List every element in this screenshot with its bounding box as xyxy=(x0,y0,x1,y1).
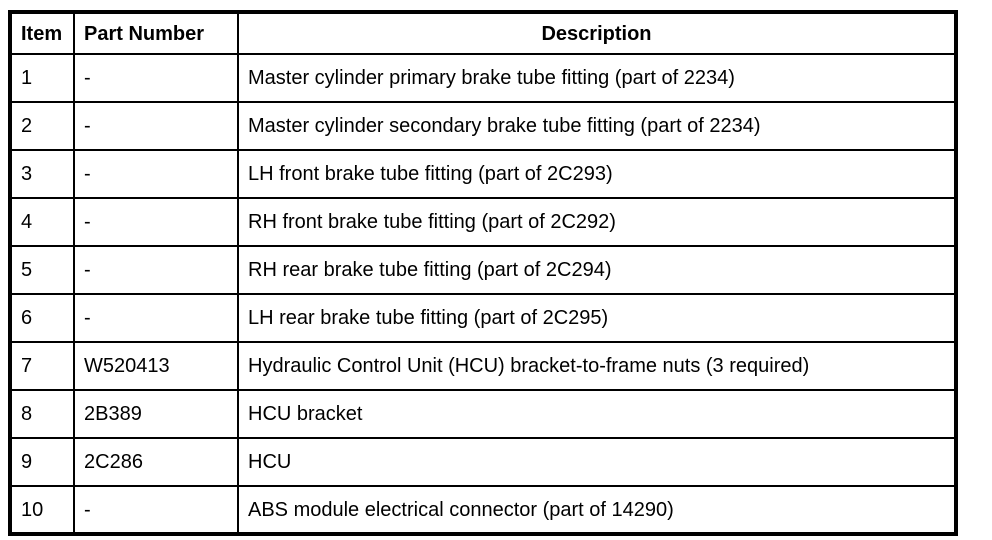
table-row: 2 - Master cylinder secondary brake tube… xyxy=(9,101,957,151)
cell-item: 5 xyxy=(9,245,75,295)
cell-item: 2 xyxy=(9,101,75,151)
col-header-description: Description xyxy=(237,11,957,55)
col-header-item: Item xyxy=(9,11,75,55)
parts-table: Item Part Number Description 1 - Master … xyxy=(8,10,958,536)
cell-description: LH rear brake tube fitting (part of 2C29… xyxy=(237,293,957,343)
cell-item: 10 xyxy=(9,485,75,535)
table-row: 1 - Master cylinder primary brake tube f… xyxy=(9,53,957,103)
cell-part-number: - xyxy=(73,101,239,151)
table-row: 5 - RH rear brake tube fitting (part of … xyxy=(9,245,957,295)
cell-part-number: W520413 xyxy=(73,341,239,391)
cell-part-number: - xyxy=(73,197,239,247)
cell-item: 6 xyxy=(9,293,75,343)
table-row: 4 - RH front brake tube fitting (part of… xyxy=(9,197,957,247)
cell-item: 9 xyxy=(9,437,75,487)
cell-description: Master cylinder primary brake tube fitti… xyxy=(237,53,957,103)
cell-description: RH rear brake tube fitting (part of 2C29… xyxy=(237,245,957,295)
cell-part-number: - xyxy=(73,245,239,295)
cell-description: Hydraulic Control Unit (HCU) bracket-to-… xyxy=(237,341,957,391)
cell-description: RH front brake tube fitting (part of 2C2… xyxy=(237,197,957,247)
cell-item: 4 xyxy=(9,197,75,247)
cell-description: HCU bracket xyxy=(237,389,957,439)
cell-description: ABS module electrical connector (part of… xyxy=(237,485,957,535)
table-row: 9 2C286 HCU xyxy=(9,437,957,487)
cell-description: Master cylinder secondary brake tube fit… xyxy=(237,101,957,151)
cell-item: 1 xyxy=(9,53,75,103)
table-row: 6 - LH rear brake tube fitting (part of … xyxy=(9,293,957,343)
cell-part-number: 2B389 xyxy=(73,389,239,439)
header-row: Item Part Number Description xyxy=(9,11,957,55)
cell-part-number: - xyxy=(73,293,239,343)
table-row: 7 W520413 Hydraulic Control Unit (HCU) b… xyxy=(9,341,957,391)
cell-part-number: 2C286 xyxy=(73,437,239,487)
col-header-part-number: Part Number xyxy=(73,11,239,55)
cell-description: HCU xyxy=(237,437,957,487)
cell-item: 7 xyxy=(9,341,75,391)
cell-part-number: - xyxy=(73,485,239,535)
cell-description: LH front brake tube fitting (part of 2C2… xyxy=(237,149,957,199)
cell-item: 8 xyxy=(9,389,75,439)
table-row: 3 - LH front brake tube fitting (part of… xyxy=(9,149,957,199)
table-row: 8 2B389 HCU bracket xyxy=(9,389,957,439)
cell-part-number: - xyxy=(73,53,239,103)
cell-item: 3 xyxy=(9,149,75,199)
table-row: 10 - ABS module electrical connector (pa… xyxy=(9,485,957,535)
cell-part-number: - xyxy=(73,149,239,199)
